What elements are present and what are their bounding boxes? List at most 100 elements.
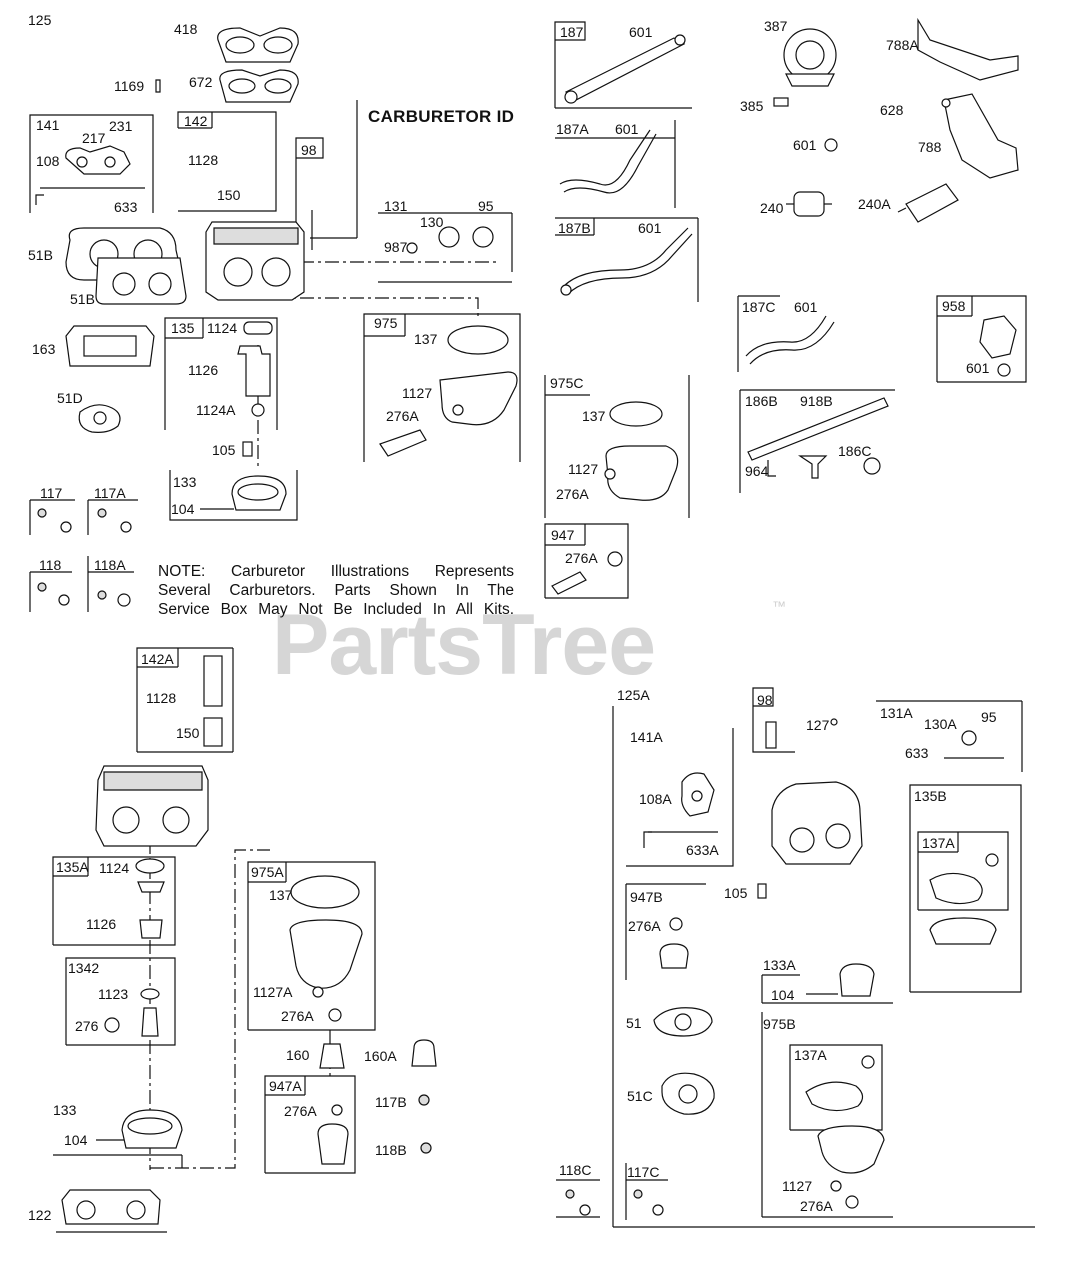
screw-1169 — [155, 79, 161, 93]
part-label: 1169 — [114, 78, 145, 94]
part-label: 601 — [966, 360, 990, 376]
clip-601 — [824, 138, 838, 152]
part-label: 601 — [629, 24, 653, 40]
group-131A-box — [876, 700, 1023, 772]
part-label: 276A — [565, 550, 598, 566]
part-label: 276A — [800, 1198, 833, 1214]
fuel-filter-240A — [897, 183, 959, 223]
part-160A — [411, 1039, 437, 1067]
fasteners-117 — [37, 508, 132, 533]
float-137A — [929, 853, 999, 945]
gasket-51 — [653, 1007, 713, 1037]
part-label: 118C — [559, 1162, 592, 1178]
part-label: 418 — [174, 21, 198, 37]
part-label: 135 — [171, 320, 195, 336]
part-label: 1127 — [568, 461, 599, 477]
air-filter-gasket-418 — [217, 27, 299, 63]
carburetor-id-title: CARBURETOR ID — [368, 107, 515, 126]
group-975-box — [250, 297, 521, 462]
part-label: 186B — [745, 393, 778, 409]
part-label: 125A — [617, 687, 650, 703]
part-label: 127 — [806, 717, 830, 733]
group-131-box — [300, 212, 513, 283]
part-label: 117 — [40, 485, 63, 501]
part-label: 98 — [301, 142, 317, 158]
part-label: 117C — [627, 1164, 660, 1180]
solenoid-947B — [659, 917, 689, 969]
part-label: 601 — [638, 220, 662, 236]
part-label: 1123 — [98, 986, 129, 1002]
part-label: 987 — [384, 239, 408, 255]
part-label: 118 — [39, 557, 62, 573]
group-117-box — [29, 499, 138, 535]
part-label: 1124 — [207, 320, 238, 336]
part-label: 672 — [189, 74, 213, 90]
note-line-3: Service Box May Not Be Included In All K… — [158, 601, 514, 618]
part-label: 788 — [918, 139, 942, 155]
part-label: 51C — [627, 1088, 653, 1104]
part-label: 135A — [56, 859, 89, 875]
fasteners-118C-117C — [565, 1189, 664, 1216]
part-label: 958 — [942, 298, 966, 314]
part-label: 964 — [745, 463, 769, 479]
group-118-box — [29, 556, 134, 612]
bracket-788 — [941, 93, 1019, 179]
part-label: 1127 — [782, 1178, 813, 1194]
part-label: 104 — [171, 501, 195, 517]
carburetor-id-lines — [310, 100, 358, 239]
part-label: 160A — [364, 1048, 397, 1064]
part-label: 133 — [53, 1102, 77, 1118]
float-bowl-133A — [806, 963, 875, 997]
solenoid-947 — [551, 551, 623, 595]
pin-105 — [242, 441, 253, 457]
float-135 — [237, 321, 273, 417]
part-label: 108 — [36, 153, 60, 169]
part-label: 108A — [639, 791, 672, 807]
group-1342-box — [65, 957, 176, 1046]
part-label: 601 — [793, 137, 817, 153]
group-187-box — [554, 21, 692, 109]
part-label: 240A — [858, 196, 891, 212]
group-142A-box — [136, 647, 234, 753]
part-label: 975 — [374, 315, 398, 331]
part-label: 1342 — [68, 960, 100, 976]
part-label: 117B — [375, 1094, 407, 1110]
part-label: 1127A — [253, 984, 293, 1000]
parts-131A — [944, 730, 1004, 759]
group-975C-box — [544, 375, 690, 518]
group-135B-box — [909, 784, 1022, 993]
part-label: 947B — [630, 889, 663, 905]
part-label: 1127 — [402, 385, 433, 401]
part-label: 137 — [582, 408, 606, 424]
part-label: 141 — [36, 117, 60, 133]
part-label: 98 — [757, 692, 773, 708]
part-label: 51B — [70, 291, 95, 307]
jet-1342 — [104, 988, 160, 1037]
part-label: 1128 — [146, 690, 177, 706]
parts-98b-127 — [765, 718, 838, 749]
part-label: 117A — [94, 485, 126, 501]
part-label: 104 — [771, 987, 795, 1003]
solenoid-975A — [289, 875, 363, 1022]
fuel-line-187B — [560, 227, 693, 296]
group-142-box — [177, 111, 277, 212]
part-label: 51B — [28, 247, 53, 263]
solenoid-975B — [805, 1055, 885, 1209]
fuel-pump-387 — [773, 28, 837, 107]
part-label: 276A — [281, 1008, 314, 1024]
part-label: 125 — [28, 12, 52, 28]
part-label: 385 — [740, 98, 764, 114]
part-label: 633 — [114, 199, 138, 215]
fuel-line-187 — [564, 34, 686, 104]
group-98b-box — [752, 687, 795, 753]
plate-150 — [203, 655, 223, 747]
carburetor-125A — [771, 781, 863, 865]
group-947-box — [544, 523, 629, 599]
group-125A-right — [612, 706, 1035, 1228]
group-958-box — [936, 295, 1027, 383]
part-label: 160 — [286, 1047, 310, 1063]
part-label: 601 — [794, 299, 818, 315]
part-label: 947A — [269, 1078, 302, 1094]
part-label: 51 — [626, 1015, 642, 1031]
fasteners-117B-118B — [418, 1094, 432, 1154]
